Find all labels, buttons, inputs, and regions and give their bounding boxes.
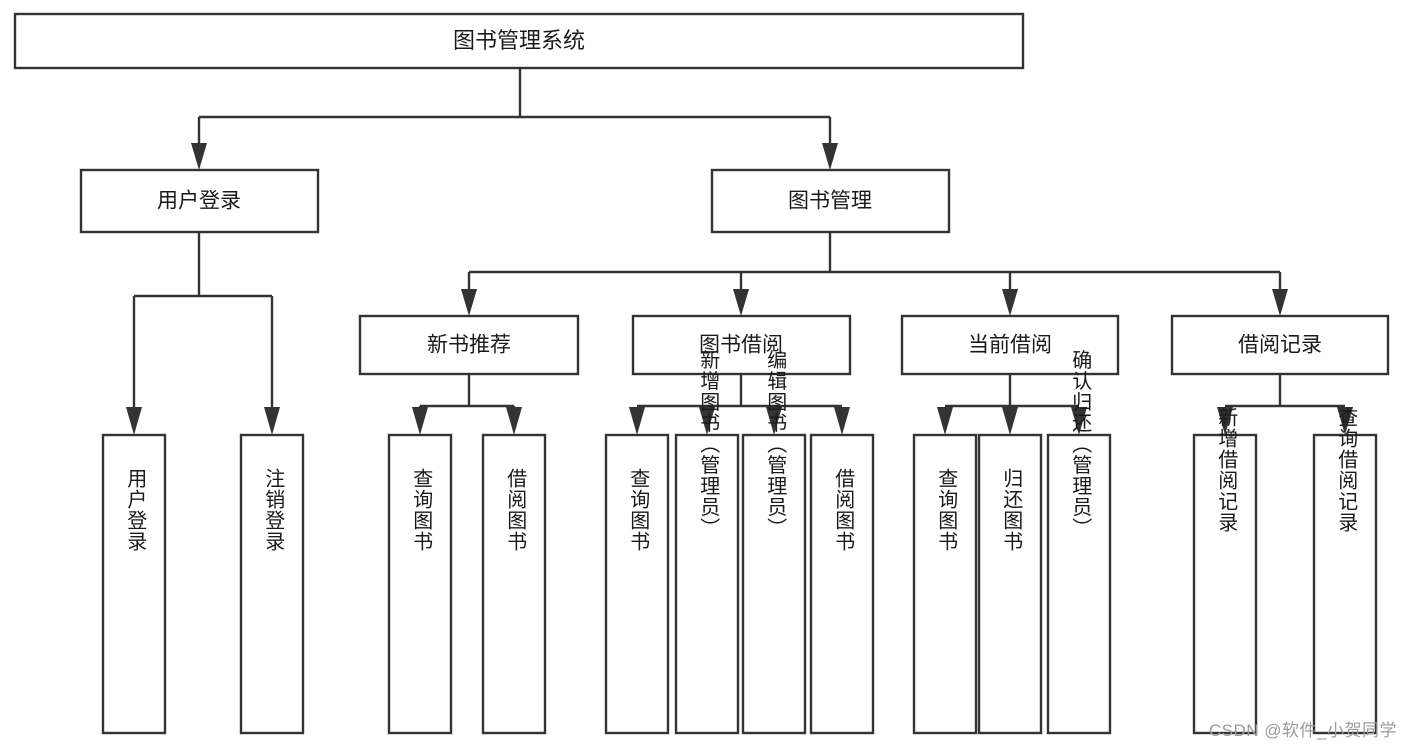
node-leaf-query-book-2-label: 查询图书: [627, 468, 650, 552]
node-book-management-label: 图书管理: [788, 190, 872, 213]
arrow-head-leaf-add-book: [699, 407, 715, 435]
node-user-login-label: 用户登录: [157, 190, 241, 213]
node-new-book-recommend-rect[interactable]: [358, 314, 580, 376]
node-leaf-return-book-rect[interactable]: [977, 433, 1043, 735]
node-leaf-query-book-1-label: 查询图书: [410, 468, 433, 552]
node-leaf-query-book-1-rect[interactable]: [387, 433, 453, 735]
node-leaf-confirm-return-label: 确认归还（管理员）: [1069, 349, 1092, 538]
node-user-login-rect[interactable]: [79, 168, 320, 234]
node-leaf-query-book-2-rect[interactable]: [604, 433, 670, 735]
node-leaf-user-logout[interactable]: 注销登录: [239, 433, 305, 735]
node-leaf-borrow-book-2-label: 借阅图书: [832, 468, 855, 552]
arrow-head-user-login: [191, 143, 207, 170]
arrow-head-leaf-confirm-return: [1071, 407, 1087, 435]
arrow-head-leaf-edit-book: [766, 407, 782, 435]
arrow-head-borrow-record: [1272, 289, 1288, 316]
node-leaf-return-book[interactable]: 归还图书: [977, 433, 1043, 735]
node-root-label: 图书管理系统: [453, 28, 585, 53]
node-leaf-confirm-return-rect[interactable]: [1046, 433, 1112, 735]
arrow-head-current-borrow: [1002, 289, 1018, 316]
node-leaf-return-book-label: 归还图书: [1000, 468, 1023, 552]
node-root-rect[interactable]: [13, 12, 1025, 70]
node-leaf-borrow-book-1-rect[interactable]: [481, 433, 547, 735]
node-leaf-query-book-3-rect[interactable]: [912, 433, 978, 735]
node-leaf-add-book-label: 新增图书（管理员）: [697, 349, 720, 538]
node-leaf-borrow-book-2-rect[interactable]: [809, 433, 875, 735]
node-leaf-borrow-book-1[interactable]: 借阅图书: [481, 433, 547, 735]
node-book-management-rect[interactable]: [710, 168, 951, 234]
node-leaf-query-book-3[interactable]: 查询图书: [912, 433, 978, 735]
node-leaf-confirm-return[interactable]: 确认归还（管理员）: [1046, 349, 1112, 735]
node-leaf-query-record[interactable]: 查询借阅记录: [1312, 407, 1378, 735]
node-borrow-record[interactable]: 借阅记录: [1170, 314, 1390, 376]
node-leaf-query-book-2[interactable]: 查询图书: [604, 433, 670, 735]
node-leaf-add-record-rect[interactable]: [1192, 433, 1258, 735]
node-book-borrow-rect[interactable]: [631, 314, 852, 376]
node-current-borrow-label: 当前借阅: [968, 334, 1052, 357]
node-leaf-user-logout-label: 注销登录: [262, 468, 285, 552]
node-leaf-user-logout-rect[interactable]: [239, 433, 305, 735]
node-book-borrow[interactable]: 图书借阅: [631, 314, 852, 376]
node-leaf-borrow-book-1-label: 借阅图书: [504, 468, 527, 552]
node-leaf-query-book-1[interactable]: 查询图书: [387, 433, 453, 735]
arrow-head-new-book-recommend: [461, 289, 477, 316]
node-leaf-add-book-rect[interactable]: [674, 433, 740, 735]
node-leaf-query-record-label: 查询借阅记录: [1335, 407, 1358, 533]
node-new-book-recommend-label: 新书推荐: [427, 334, 511, 357]
node-leaf-edit-book-rect[interactable]: [741, 433, 807, 735]
node-user-login[interactable]: 用户登录: [79, 168, 320, 234]
arrow-head-leaf-user-login: [126, 407, 142, 435]
arrow-head-leaf-borrow-book-2: [834, 407, 850, 435]
node-leaf-user-login-rect[interactable]: [101, 433, 167, 735]
arrow-head-leaf-borrow-book-1: [506, 407, 522, 435]
node-leaf-borrow-book-2[interactable]: 借阅图书: [809, 433, 875, 735]
node-current-borrow[interactable]: 当前借阅: [900, 314, 1120, 376]
node-root[interactable]: 图书管理系统: [13, 12, 1025, 70]
node-borrow-record-label: 借阅记录: [1238, 334, 1322, 357]
arrow-head-leaf-user-logout: [264, 407, 280, 435]
node-leaf-user-login-label: 用户登录: [124, 468, 147, 552]
arrow-head-leaf-query-record: [1337, 407, 1353, 435]
node-book-management[interactable]: 图书管理: [710, 168, 951, 234]
arrow-head-leaf-query-book-1: [412, 407, 428, 435]
arrow-head-book-borrow: [733, 289, 749, 316]
node-leaf-edit-book-label: 编辑图书（管理员）: [764, 349, 787, 538]
node-borrow-record-rect[interactable]: [1170, 314, 1390, 376]
node-book-borrow-label: 图书借阅: [699, 334, 783, 357]
node-leaf-query-record-rect[interactable]: [1312, 433, 1378, 735]
node-leaf-user-login[interactable]: 用户登录: [101, 433, 167, 735]
node-leaf-add-record[interactable]: 新增借阅记录: [1192, 407, 1258, 735]
node-new-book-recommend[interactable]: 新书推荐: [358, 314, 580, 376]
node-current-borrow-rect[interactable]: [900, 314, 1120, 376]
arrow-head-leaf-add-record: [1217, 407, 1233, 435]
node-leaf-edit-book[interactable]: 编辑图书（管理员）: [741, 349, 807, 735]
arrow-head-leaf-query-book-3: [937, 407, 953, 435]
node-leaf-add-record-label: 新增借阅记录: [1215, 407, 1238, 533]
arrow-head-book-management: [822, 143, 838, 170]
arrow-head-leaf-return-book: [1002, 407, 1018, 435]
node-leaf-add-book[interactable]: 新增图书（管理员）: [674, 349, 740, 735]
node-leaf-query-book-3-label: 查询图书: [935, 468, 958, 552]
connector-layer: [126, 68, 1353, 435]
arrow-head-leaf-query-book-2: [629, 407, 645, 435]
